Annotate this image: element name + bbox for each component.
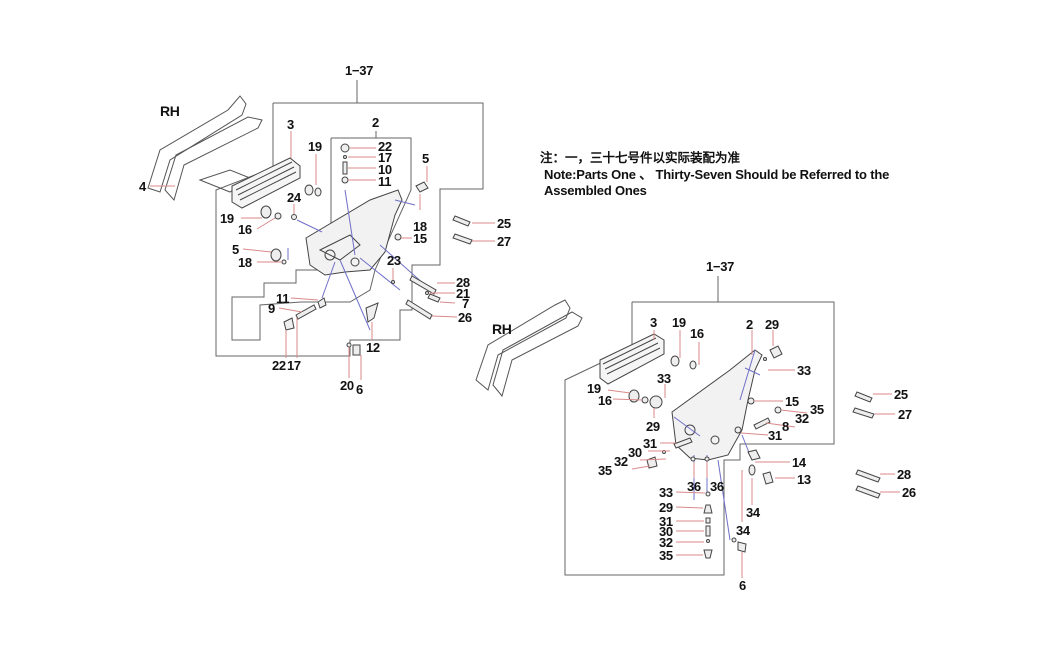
callout: 22 [272,358,286,373]
callout: 19 [308,139,322,154]
callout: 3 [650,315,657,330]
callout: 35 [659,548,673,563]
callout: 8 [782,419,789,434]
left-side-label: RH [160,103,180,119]
callout: 27 [497,234,511,249]
callout: 18 [238,255,252,270]
callout: 25 [894,387,908,402]
leader-lines [150,131,900,578]
callout: 19 [672,315,686,330]
callout: 28 [456,275,470,290]
callout: 35 [598,463,612,478]
right-gasket [475,299,583,398]
callout: 17 [378,150,392,165]
callout: 2 [372,115,379,130]
callout: 18 [413,219,427,234]
callout: 16 [238,222,252,237]
left-housing [305,189,403,276]
callout: 33 [797,363,811,378]
callout: 10 [378,162,392,177]
callout: 31 [659,514,673,529]
note-english-line-1: Note:Parts One 、 Thirty-Seven Should be … [544,167,890,182]
note-english-line-2: Assembled Ones [544,183,647,198]
callout: 6 [739,578,746,593]
callout: 7 [462,296,469,311]
note-chinese: 注：一，三十七号件以实际装配为准 [540,150,741,165]
callout: 30 [659,524,673,539]
left-range-label: 1−37 [345,63,374,78]
note-english: Note:Parts One 、 Thirty-Seven Should be … [544,167,889,199]
callout: 5 [232,242,239,257]
left-assembly-lines [287,189,426,331]
callout: 15 [785,394,799,409]
callout: 11 [378,174,392,189]
callout: 14 [792,455,806,470]
callout: 29 [659,500,673,515]
callout: 34 [736,523,750,538]
callout: 34 [746,505,760,520]
callout: 11 [276,291,290,306]
callout: 22 [378,139,392,154]
callout: 2 [746,317,753,332]
callout: 15 [413,231,427,246]
callout: 32 [795,411,809,426]
callout: 31 [768,428,782,443]
callout: 24 [287,190,301,205]
callout: 6 [356,382,363,397]
callout: 19 [587,381,601,396]
callout: 29 [765,317,779,332]
callout: 36 [687,479,701,494]
callout: 16 [598,393,612,408]
callout: 3 [287,117,294,132]
callout: 33 [659,485,673,500]
callout: 16 [690,326,704,341]
callout: 21 [456,286,470,301]
right-side-label: RH [492,321,512,337]
callout: 23 [387,253,401,268]
right-small-parts [628,345,881,559]
right-assembly-outline [564,276,835,576]
callout: 33 [657,371,671,386]
callout: 27 [898,407,912,422]
callout: 20 [340,378,354,393]
callout: 25 [497,216,511,231]
callout: 29 [646,419,660,434]
callout: 35 [810,402,824,417]
callout: 12 [366,340,380,355]
callout: 13 [797,472,811,487]
callout: 4 [139,179,146,194]
right-range-label: 1−37 [706,259,735,274]
callout: 26 [458,310,472,325]
callout: 36 [710,479,724,494]
callout: 32 [614,454,628,469]
callout: 19 [220,211,234,226]
callout: 32 [659,535,673,550]
callout: 17 [287,358,301,373]
callout: 30 [628,445,642,460]
callout: 9 [268,301,275,316]
callout: 28 [897,467,911,482]
callout: 31 [643,436,657,451]
callout: 26 [902,485,916,500]
callout: 5 [422,151,429,166]
left-oil-cooler [231,157,301,209]
